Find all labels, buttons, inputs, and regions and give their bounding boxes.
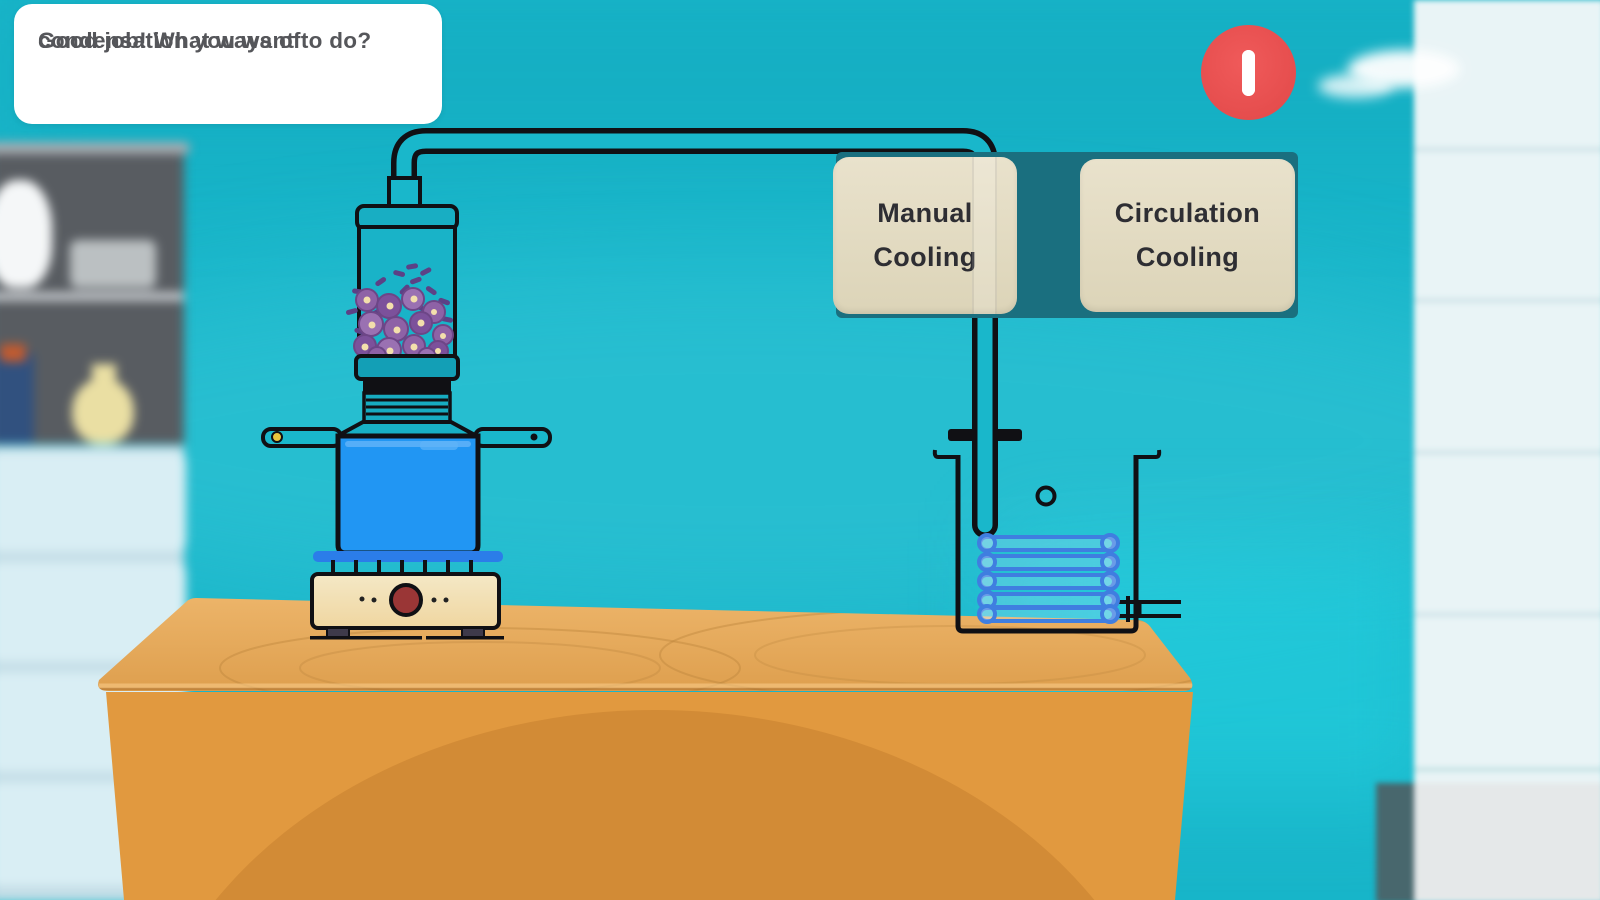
hot-plate xyxy=(310,551,504,640)
hot-plate-foot xyxy=(326,627,350,638)
blind-slat xyxy=(1414,767,1600,772)
handle-knob-yellow xyxy=(271,431,283,443)
dialog-line: Good job! What ways of xyxy=(38,28,301,53)
pause-button[interactable] xyxy=(1201,25,1296,120)
blind-slat xyxy=(1414,612,1600,617)
floor xyxy=(1414,783,1600,900)
circulation-cooling-label: Circulation Cooling xyxy=(1114,197,1261,272)
blue-bottle xyxy=(0,352,34,444)
cloud xyxy=(1318,74,1394,98)
circulation-cooling-button[interactable]: Circulation Cooling xyxy=(1080,159,1295,312)
blind-slat xyxy=(1414,450,1600,455)
pause-icon xyxy=(1242,49,1255,96)
blind-slat xyxy=(1414,147,1600,152)
flask-base xyxy=(354,354,460,381)
flower-flask xyxy=(335,176,479,442)
bath-rim-right xyxy=(1136,449,1162,459)
condenser-coil xyxy=(977,533,1120,624)
tube-seam xyxy=(972,157,997,314)
yellow-flask xyxy=(72,378,134,444)
bottle-cap xyxy=(0,344,26,362)
flask-collar xyxy=(363,377,451,394)
window-blinds xyxy=(1414,0,1600,784)
white-flask xyxy=(0,180,52,288)
manual-cooling-button[interactable]: Manual Cooling xyxy=(833,157,1017,314)
bath-rim-left xyxy=(932,449,958,459)
shelf-bottles xyxy=(70,240,156,288)
speech-bubble: Good job! What ways of condensation you … xyxy=(14,4,442,124)
outlet-pipe xyxy=(1118,596,1181,622)
heater-strip xyxy=(313,551,503,562)
bubble xyxy=(1035,485,1057,507)
flask-joint xyxy=(387,176,422,209)
blind-slat xyxy=(1414,298,1600,303)
threaded-neck xyxy=(362,391,452,424)
dialog-line: condensation you want to do? xyxy=(38,28,372,53)
cabinet-top xyxy=(0,142,190,154)
vessel-handles xyxy=(261,427,552,448)
hot-plate-knob[interactable] xyxy=(389,583,423,617)
lab-table xyxy=(98,598,1193,900)
hot-plate-foot xyxy=(461,627,485,638)
cooling-water-bath xyxy=(932,449,1162,634)
distillation-vessel xyxy=(335,433,481,556)
manual-cooling-label: Manual Cooling xyxy=(873,197,977,272)
drawer xyxy=(0,452,186,552)
lab-cabinet xyxy=(0,140,194,900)
indicator-dots xyxy=(359,596,449,603)
floor-shadow xyxy=(1376,783,1416,900)
handle-knob-black xyxy=(530,433,538,441)
cabinet-shelf xyxy=(0,292,184,301)
